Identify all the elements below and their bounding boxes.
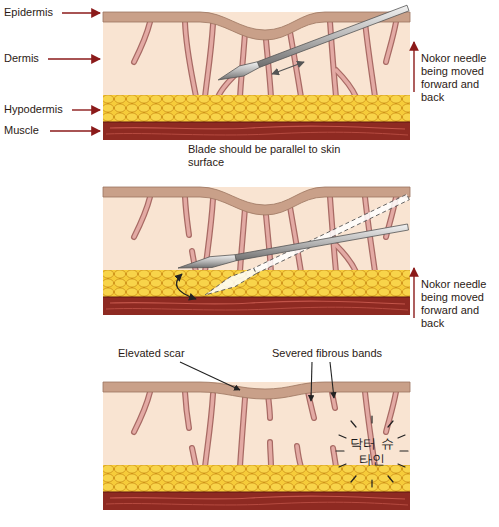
watermark-burst [336, 416, 408, 487]
layer-label: Epidermis [4, 6, 53, 19]
nokor-needle-blade [218, 62, 259, 80]
sweep-arrow [176, 274, 196, 299]
callout-label: Severed fibrous bands [272, 347, 382, 360]
nokor-needle-shaft [257, 5, 409, 67]
blade-note: Blade should be parallel to skin surface [188, 143, 378, 169]
nokor-needle-shaft [235, 224, 408, 261]
skin-panel-1 [103, 5, 410, 140]
nokor-needle-blade [178, 255, 236, 268]
layer-label: Muscle [4, 124, 39, 137]
needle-label-arrows [413, 42, 414, 318]
skin-panel-3 [103, 382, 410, 510]
needle-ghost-blade [205, 268, 256, 295]
needle-note: Nokor needle being moved forward and bac… [421, 52, 497, 104]
motion-arrow [272, 62, 304, 74]
callout-leaders [180, 362, 334, 401]
layer-label: Hypodermis [4, 103, 63, 116]
callout-label: Elevated scar [118, 347, 185, 360]
skin-panel-2 [103, 187, 410, 315]
layer-label: Dermis [4, 52, 39, 65]
needle-note: Nokor needle being moved forward and bac… [421, 278, 497, 330]
watermark: 닥터 슈타인 [347, 436, 397, 468]
